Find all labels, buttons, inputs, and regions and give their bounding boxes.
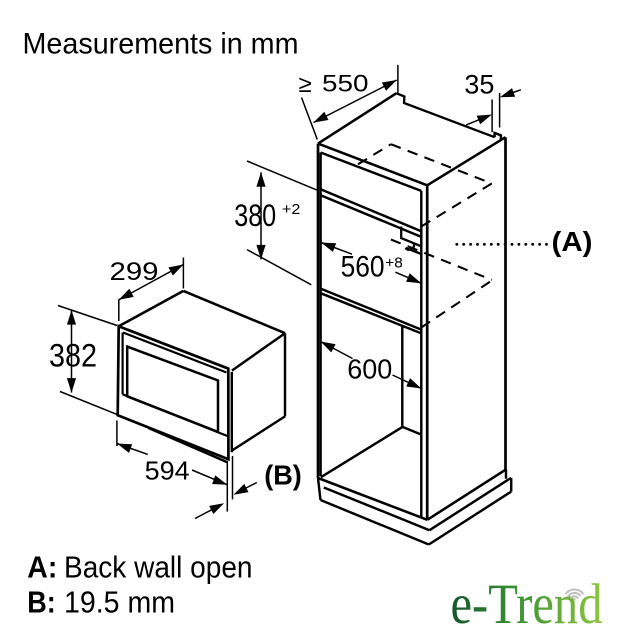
svg-text:≥: ≥ xyxy=(299,71,312,98)
svg-text:+8: +8 xyxy=(385,254,403,271)
svg-text:e-Trend: e-Trend xyxy=(451,573,603,636)
svg-text:594: 594 xyxy=(145,458,190,486)
svg-text:+2: +2 xyxy=(282,201,301,218)
svg-text:Back wall open: Back wall open xyxy=(64,549,253,584)
svg-text:A:: A: xyxy=(27,549,57,584)
svg-text:382: 382 xyxy=(49,337,97,373)
svg-text:35: 35 xyxy=(464,70,494,100)
svg-text:299: 299 xyxy=(110,258,159,286)
svg-text:380: 380 xyxy=(234,197,276,233)
svg-text:B:: B: xyxy=(27,584,56,619)
svg-text:(A): (A) xyxy=(552,226,593,257)
svg-text:19.5 mm: 19.5 mm xyxy=(64,584,175,619)
svg-text:550: 550 xyxy=(322,70,369,97)
svg-text:Measurements in mm: Measurements in mm xyxy=(23,28,299,61)
svg-text:600: 600 xyxy=(347,354,392,385)
svg-text:560: 560 xyxy=(341,251,385,284)
svg-text:(B): (B) xyxy=(264,459,302,490)
